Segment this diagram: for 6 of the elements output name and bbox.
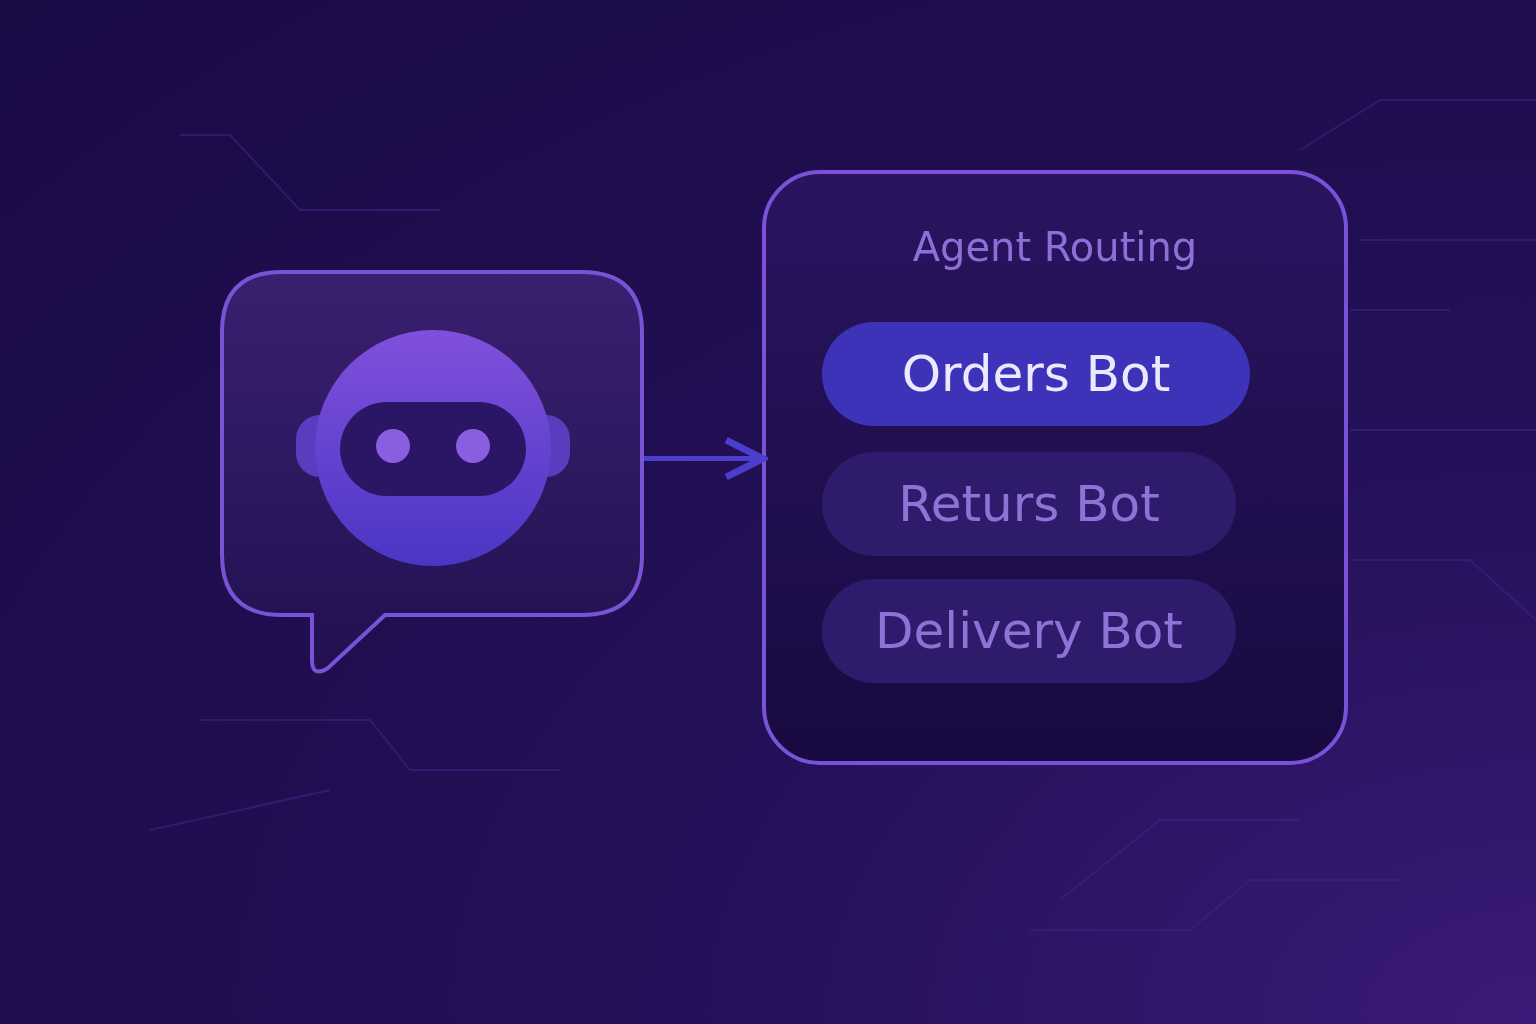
bot-name: Delivery Bot (875, 602, 1183, 660)
bot-name: Returs Bot (898, 475, 1160, 533)
bot-name: Orders Bot (901, 345, 1171, 403)
arrow (644, 436, 767, 481)
panel-title: Agent Routing (911, 224, 1199, 270)
routing-panel (762, 170, 1348, 765)
